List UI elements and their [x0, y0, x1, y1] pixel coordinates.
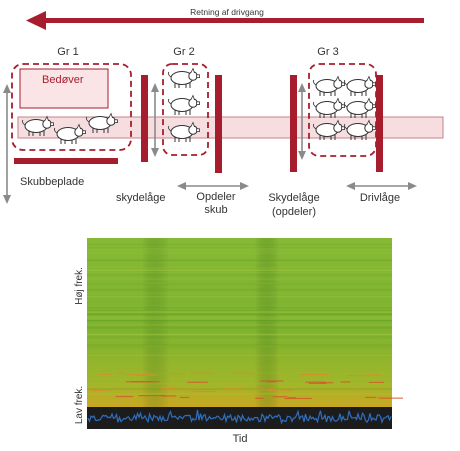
- group-3-title: Gr 3: [317, 46, 338, 58]
- y-axis-high-label: Høj frek.: [74, 267, 85, 305]
- pig-icon: [85, 112, 118, 133]
- pig-icon: [312, 119, 345, 140]
- group-1-boundary: [11, 63, 132, 151]
- pig-icon: [167, 121, 200, 142]
- pig-icon: [53, 123, 86, 144]
- stun-box-label: Bedøver: [42, 74, 84, 86]
- sliding-gate-label: skydelåge: [116, 192, 166, 204]
- divider-push-gate: [215, 75, 222, 173]
- group-2-boundary: [162, 63, 209, 156]
- y-axis-low-label: Lav frek.: [74, 386, 85, 424]
- pig-icon: [312, 75, 345, 96]
- pig-icon: [167, 67, 200, 88]
- divider-push-motion-arrow: [177, 182, 249, 190]
- direction-arrow-head: [26, 11, 46, 30]
- direction-arrow: [26, 11, 424, 30]
- group-2-title: Gr 2: [173, 46, 194, 58]
- sliding-gate-1: [141, 75, 148, 162]
- spectrogram: [87, 238, 403, 429]
- direction-label: Retning af drivgang: [190, 7, 264, 17]
- divider-push-label-line2: skub: [204, 204, 227, 216]
- pig-icon: [21, 115, 54, 136]
- divider-push-label-line1: Opdeler: [196, 191, 235, 203]
- drive-gate: [376, 75, 383, 172]
- pig-icon: [343, 75, 376, 96]
- direction-arrow-shaft: [42, 18, 424, 23]
- stun-box: [19, 68, 109, 109]
- sliding-gate-divider-label-line1: Skydelåge: [268, 192, 319, 204]
- group-3-boundary: [308, 63, 377, 157]
- push-plate-label: Skubbeplade: [20, 176, 84, 188]
- pig-icon: [167, 94, 200, 115]
- spectrogram-bands: [87, 243, 403, 400]
- waveform: [87, 409, 392, 425]
- push-plate: [14, 158, 118, 164]
- pig-icon: [312, 97, 345, 118]
- push-plate-motion-arrow: [3, 84, 11, 204]
- pigs: [21, 67, 376, 144]
- drive-gate-label: Drivlåge: [360, 192, 400, 204]
- group-1-title: Gr 1: [57, 46, 78, 58]
- sliding-gate-1-motion-arrow: [151, 83, 159, 157]
- pig-icon: [343, 97, 376, 118]
- drive-gate-motion-arrow: [346, 182, 417, 190]
- sliding-gate-divider-motion-arrow: [298, 83, 306, 160]
- pig-icon: [343, 119, 376, 140]
- x-axis-label: Tid: [233, 433, 248, 445]
- spectrogram-columns: [87, 238, 392, 407]
- sliding-gate-divider: [290, 75, 297, 172]
- sliding-gate-divider-label-line2: (opdeler): [272, 206, 316, 218]
